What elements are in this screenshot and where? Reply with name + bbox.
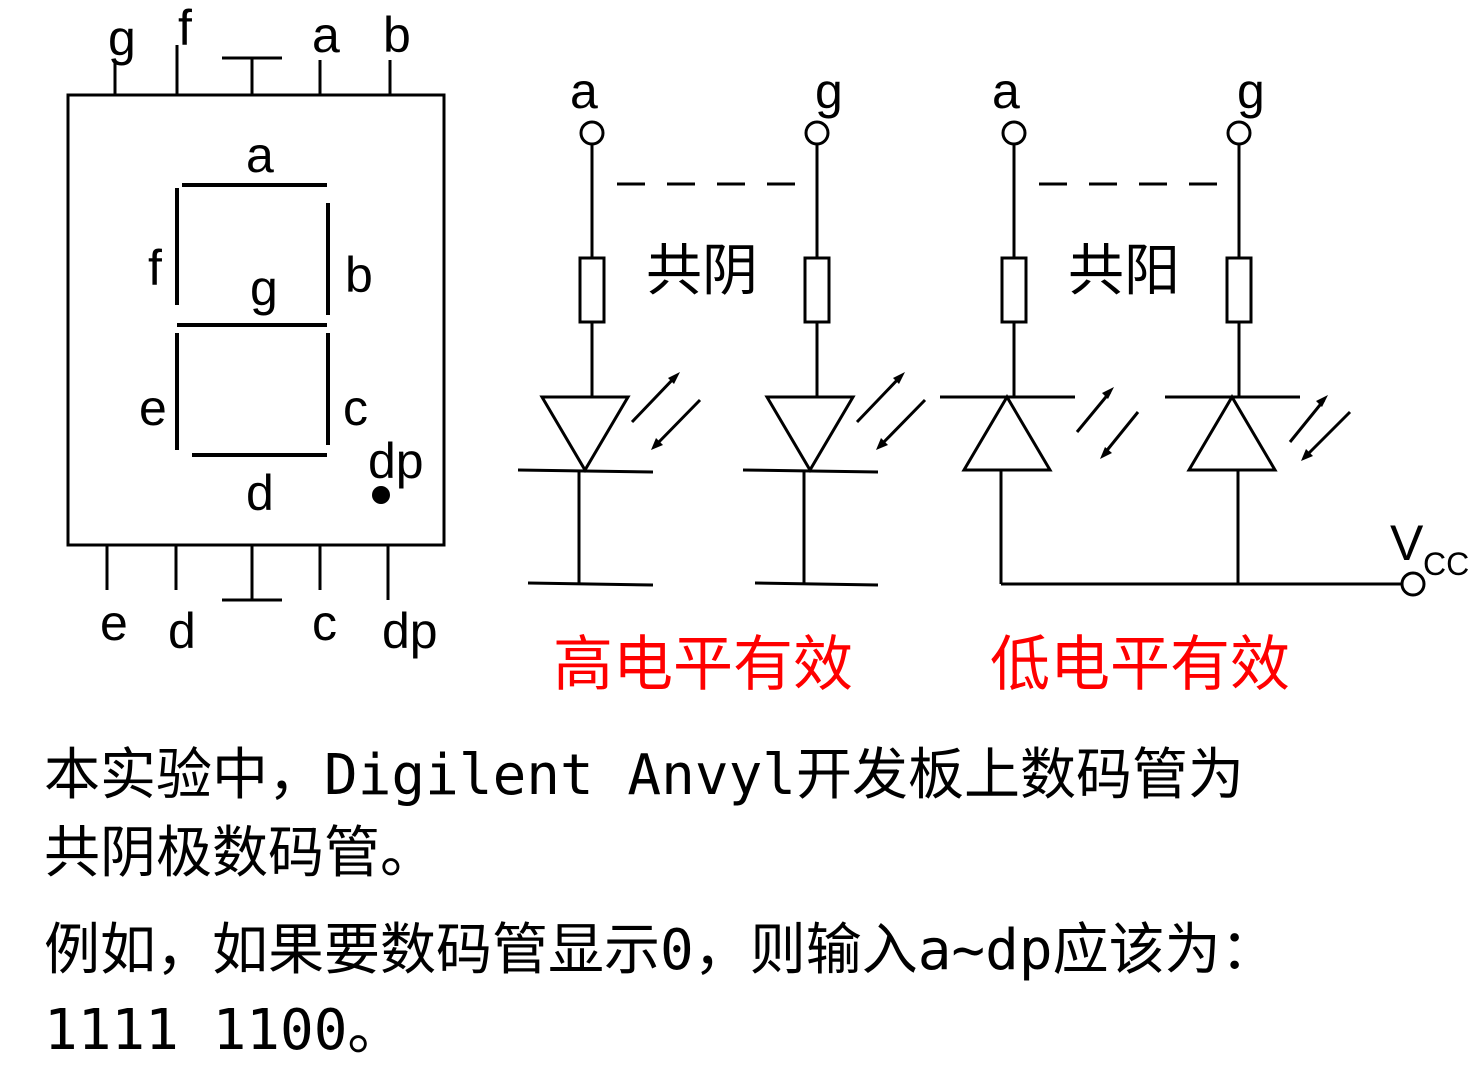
anode-input-label-a: a xyxy=(992,63,1020,119)
pin-bottom-label-d: d xyxy=(168,603,196,659)
cathode-bar-a xyxy=(517,468,654,474)
anode-led-g xyxy=(1186,394,1278,472)
segment-label-g: g xyxy=(250,260,278,316)
anode-input-terminal-g xyxy=(1226,120,1252,146)
anode-resistor-g xyxy=(1225,256,1253,324)
cathode-light-arrows-a xyxy=(630,372,702,450)
package-outline xyxy=(66,93,446,547)
pin-bottom-label-e: e xyxy=(100,595,128,651)
cathode-caption: 高电平有效 xyxy=(553,630,853,700)
anode-title: 共阳 xyxy=(1068,239,1180,304)
anode-caption: 低电平有效 xyxy=(990,630,1290,700)
segment-label-a: a xyxy=(246,127,274,183)
segment-label-c: c xyxy=(343,380,368,436)
pin-top-label-f: f xyxy=(178,0,192,56)
cathode-light-arrows-g xyxy=(855,372,927,450)
anode-resistor-a xyxy=(1000,256,1028,324)
common-cathode-circuit: a g 共阴 xyxy=(517,63,927,700)
pin-top-label-g: g xyxy=(108,10,136,66)
cathode-bar-g xyxy=(742,468,879,474)
cathode-title: 共阴 xyxy=(646,239,758,304)
vcc-label-sub: CC xyxy=(1423,546,1469,582)
pin-top-label-a: a xyxy=(312,7,340,63)
anode-light-arrows-a xyxy=(1075,387,1140,459)
segment-label-dp: dp xyxy=(368,433,424,489)
cathode-led-a xyxy=(539,395,631,473)
segment-label-b: b xyxy=(345,247,373,303)
pin-bottom-label-c: c xyxy=(312,595,337,651)
cathode-input-terminal-g xyxy=(804,120,830,146)
segment-label-f: f xyxy=(148,240,162,296)
segment-dp-dot xyxy=(372,486,390,504)
text-line-2: 共阴极数码管。 xyxy=(44,821,436,886)
seven-segment-package: g f a b e d c dp a b c d e f g dp xyxy=(66,0,446,659)
cathode-led-g xyxy=(764,395,856,473)
cathode-input-label-g: g xyxy=(815,63,843,119)
cathode-ground-g xyxy=(754,581,879,587)
anode-led-a xyxy=(961,394,1053,472)
segment-label-d: d xyxy=(246,465,274,521)
anode-input-terminal-a xyxy=(1001,120,1027,146)
vcc-label-main: V xyxy=(1390,515,1424,571)
text-line-3: 例如，如果要数码管显示0，则输入a~dp应该为： xyxy=(44,918,1277,983)
common-anode-circuit: a g 共阳 V xyxy=(940,63,1469,700)
pin-top-label-b: b xyxy=(383,7,411,63)
cathode-ground-a xyxy=(527,581,654,587)
anode-light-arrows-g xyxy=(1288,395,1352,461)
cathode-resistor-a xyxy=(578,256,606,324)
cathode-input-label-a: a xyxy=(570,63,598,119)
cathode-resistor-g xyxy=(803,256,831,324)
segment-label-e: e xyxy=(139,380,167,436)
anode-input-label-g: g xyxy=(1237,63,1265,119)
text-line-4: 1111 1100。 xyxy=(44,998,404,1063)
pin-bottom-label-dp: dp xyxy=(382,603,438,659)
cathode-input-terminal-a xyxy=(579,120,605,146)
text-line-1: 本实验中，Digilent Anvyl开发板上数码管为 xyxy=(44,743,1245,808)
vcc-terminal xyxy=(1400,571,1426,597)
